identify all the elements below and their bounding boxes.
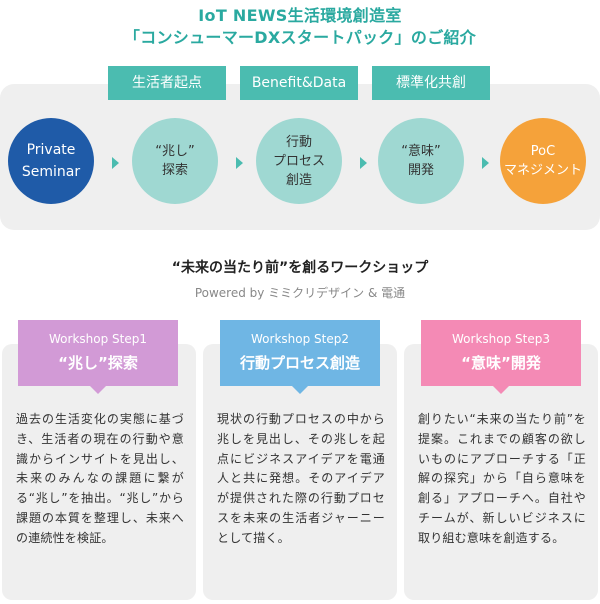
step2-label: Workshop Step2	[251, 332, 349, 346]
flow-private-seminar: Private Seminar	[8, 118, 94, 204]
step1-notch	[90, 386, 106, 394]
header-line2: 「コンシューマーDXスタートパック」のご紹介	[123, 28, 477, 47]
flow-label: プロセス	[272, 153, 325, 169]
workshop-subtitle: Powered by ミミクリデザイン & 電通	[194, 286, 406, 300]
flow-label: 探索	[161, 163, 188, 178]
step3-label: Workshop Step3	[452, 332, 550, 346]
step1-name: “兆し”探索	[58, 354, 138, 372]
flow-label: Private	[26, 142, 76, 158]
flow-label: PoC	[530, 144, 556, 159]
workshop-title: “未来の当たり前”を創るワークショップ	[171, 260, 429, 276]
step1-label: Workshop Step1	[49, 332, 147, 346]
flow-label: “兆し”	[155, 144, 195, 159]
flow-label: “意味”	[401, 144, 441, 159]
flow-label: 開発	[407, 163, 434, 178]
flow-arrow-icon	[236, 157, 243, 169]
tag-standard-cocreation: 標準化共創	[372, 66, 490, 100]
step1-header: Workshop Step1 “兆し”探索	[18, 320, 178, 386]
step3-header: Workshop Step3 “意味”開発	[421, 320, 581, 386]
header-line1: IoT NEWS生活環境創造室	[198, 6, 402, 25]
flow-arrow-icon	[360, 157, 367, 169]
flow-label: 創造	[285, 172, 312, 188]
step1-description: 過去の生活変化の実態に基づき、生活者の現在の行動や意識からインサイトを見出し、未…	[16, 412, 184, 545]
flow-label: マネジメント	[503, 163, 582, 178]
step2-header: Workshop Step2 行動プロセス創造	[220, 320, 380, 386]
flow-label: 行動	[285, 134, 312, 150]
flow-action-process: 行動 プロセス 創造	[256, 118, 342, 204]
tag-benefit-data: Benefit&Data	[240, 66, 358, 100]
step3-notch	[493, 386, 509, 394]
tag-consumer-origin: 生活者起点	[108, 66, 226, 100]
step3-description: 創りたい“未来の当たり前”を提案。これまでの顧客の欲しいものにアプローチする「正…	[418, 412, 586, 545]
step3-name: “意味”開発	[461, 354, 541, 372]
flow-arrow-icon	[112, 157, 119, 169]
flow-poc-management: PoC マネジメント	[500, 118, 586, 204]
step2-name: 行動プロセス創造	[239, 354, 360, 372]
step2-description: 現状の行動プロセスの中から兆しを見出し、その兆しを起点にビジネスアイデアを電通人…	[217, 412, 385, 545]
flow-sign-search: “兆し” 探索	[132, 118, 218, 204]
flow-meaning-dev: “意味” 開発	[378, 118, 464, 204]
flow-label: Seminar	[21, 164, 81, 180]
step2-notch	[292, 386, 308, 394]
flow-arrow-icon	[482, 157, 489, 169]
